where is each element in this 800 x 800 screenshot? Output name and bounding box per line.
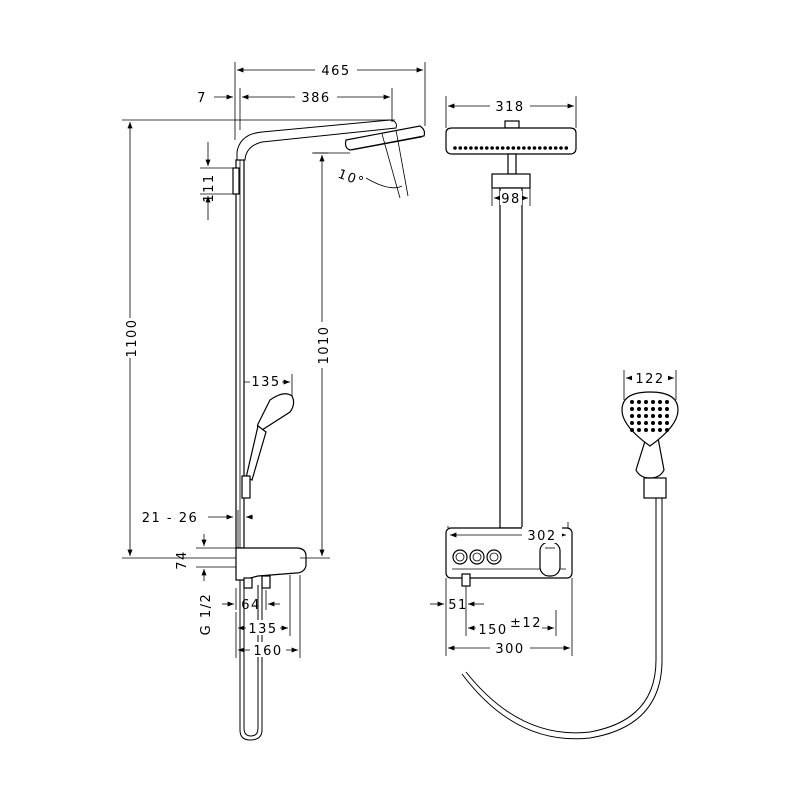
handshower-nozzle-dot (644, 400, 648, 404)
wall-bracket (232, 167, 240, 195)
handshower-nozzle-dot (658, 421, 662, 425)
dim-1010: 1010 (317, 325, 332, 364)
nozzle-dot (479, 146, 484, 150)
nozzle-dot (538, 146, 542, 150)
handshower-nozzle-dot (637, 407, 641, 411)
nozzle-dot (500, 146, 505, 150)
nozzle-dot (458, 146, 463, 150)
handshower-nozzle-dot (644, 421, 648, 425)
dim-122: 122 (635, 372, 664, 387)
dim-7: 7 (197, 91, 207, 106)
nozzle-dot (527, 146, 531, 150)
dim-1100: 1100 (125, 318, 140, 357)
handshower-nozzle-dot (651, 421, 655, 425)
handshower-nozzle-dot (658, 414, 662, 418)
nozzle-dot (453, 146, 457, 150)
handshower-nozzle-dot (630, 414, 634, 418)
handshower-nozzle-dot (665, 400, 669, 404)
nozzle-dot (559, 146, 563, 150)
handshower-nozzle-dot (658, 428, 662, 432)
thread-g-1-2: G 1/2 (199, 593, 214, 636)
dim-98: 98 (501, 192, 521, 207)
handshower-view: 122 (461, 370, 679, 740)
dim-300: 300 (495, 642, 524, 657)
handshower-nozzle-dot (630, 421, 634, 425)
handshower-nozzle-dot (665, 428, 669, 432)
handshower-nozzle-dot (651, 407, 655, 411)
hose (465, 496, 657, 734)
nozzle-dot (474, 146, 479, 150)
nozzle-dot (522, 146, 526, 150)
nozzle-dot (495, 146, 500, 150)
handshower-nozzle-dot (637, 428, 641, 432)
handshower-nozzle-dot (630, 407, 634, 411)
nozzle-dot (469, 146, 473, 150)
dim-160: 160 (253, 644, 282, 659)
dim-64: 64 (241, 598, 261, 613)
side-view: 465 7 386 1100 111 10° 1010 (122, 62, 426, 741)
nozzle-dot (490, 146, 494, 150)
dim-21-26: 21 - 26 (142, 511, 199, 526)
nozzle-dot (553, 146, 558, 150)
dim-10-degrees: 10° (336, 167, 367, 191)
handshower-nozzle-dot (637, 421, 641, 425)
dim-302: 302 (527, 529, 556, 544)
handshower-nozzle-dot (630, 428, 634, 432)
handshower-nozzle-dot (644, 414, 648, 418)
dim-51: 51 (448, 598, 468, 613)
handshower-nozzle-dot (651, 414, 655, 418)
handshower-nozzle-dot (665, 407, 669, 411)
dim-386: 386 (301, 91, 330, 106)
nozzle-dot (532, 146, 537, 150)
handshower-nozzle-dot (651, 400, 655, 404)
side-thermostat (235, 547, 307, 589)
nozzle-dot (506, 146, 510, 150)
front-shower-head (445, 120, 577, 155)
dim-135-thermostat: 135 (248, 622, 277, 637)
nozzle-dot (543, 146, 547, 150)
side-hose (239, 580, 263, 741)
nozzle-dot (485, 146, 489, 150)
nozzle-dot (463, 146, 468, 150)
nozzle-dot (548, 146, 553, 150)
nozzle-dot (516, 146, 521, 150)
nozzle-dot (511, 146, 516, 150)
shower-arm (236, 119, 397, 161)
handshower-nozzle-dot (637, 400, 641, 404)
dim-318: 318 (495, 100, 524, 115)
handshower-nozzle-dot (630, 400, 634, 404)
side-handshower (241, 393, 295, 499)
handshower-nozzle-dot (665, 414, 669, 418)
handshower-nozzle-dot (651, 428, 655, 432)
front-view: 318 98 302 51 150 ±12 300 (430, 96, 577, 657)
handshower-nozzle-dot (637, 414, 641, 418)
nozzle-dot (564, 146, 569, 150)
dim-74: 74 (175, 550, 190, 570)
dim-150: 150 (478, 623, 507, 638)
dim-111: 111 (202, 173, 217, 202)
handshower-nozzle-dot (665, 421, 669, 425)
front-riser (499, 187, 523, 529)
handshower-nozzle-dot (658, 407, 662, 411)
handshower-nozzle-dot (658, 400, 662, 404)
overhead-shower-head (344, 125, 426, 151)
dim-465: 465 (321, 64, 350, 79)
handshower-nozzle-dot (644, 428, 648, 432)
handshower-nozzle-dot (644, 407, 648, 411)
dim-135-handshower: 135 (251, 375, 280, 390)
dim-tolerance: ±12 (510, 616, 542, 631)
